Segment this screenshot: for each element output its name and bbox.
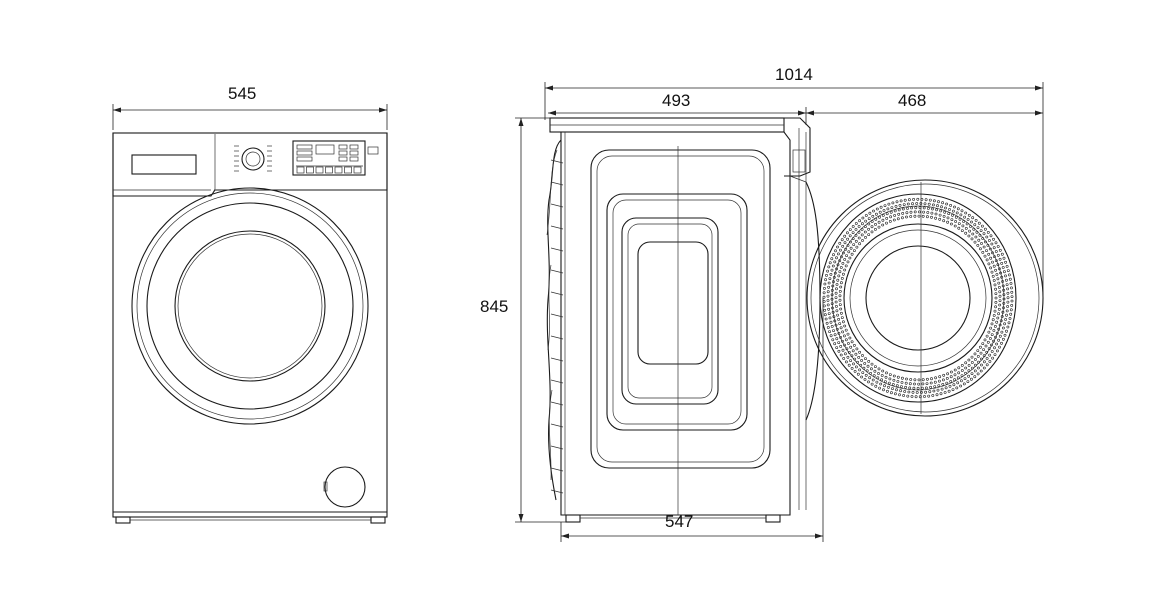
program-knob (241, 147, 265, 171)
filter-cover (324, 466, 366, 508)
door-outer-ring (131, 187, 369, 425)
front-width-dimension-line (112, 104, 388, 130)
total-depth-label: 1014 (775, 65, 813, 84)
base-depth-label: 547 (665, 512, 694, 531)
height-dimension-line (515, 117, 566, 523)
door-depth-dimension-line (806, 110, 1043, 116)
base-depth-dimension-line (560, 298, 824, 542)
door-glass (174, 230, 326, 382)
open-door (805, 179, 1044, 421)
door-depth-label: 468 (898, 91, 927, 110)
body-depth-dimension-line (548, 107, 807, 125)
height-label: 845 (480, 297, 509, 316)
detergent-drawer (131, 154, 197, 175)
body-depth-label: 493 (662, 91, 691, 110)
total-depth-dimension-line (544, 82, 1044, 298)
front-view (112, 132, 388, 524)
front-width-label: 545 (228, 84, 257, 103)
side-view (546, 117, 811, 523)
display-panel (292, 140, 366, 176)
